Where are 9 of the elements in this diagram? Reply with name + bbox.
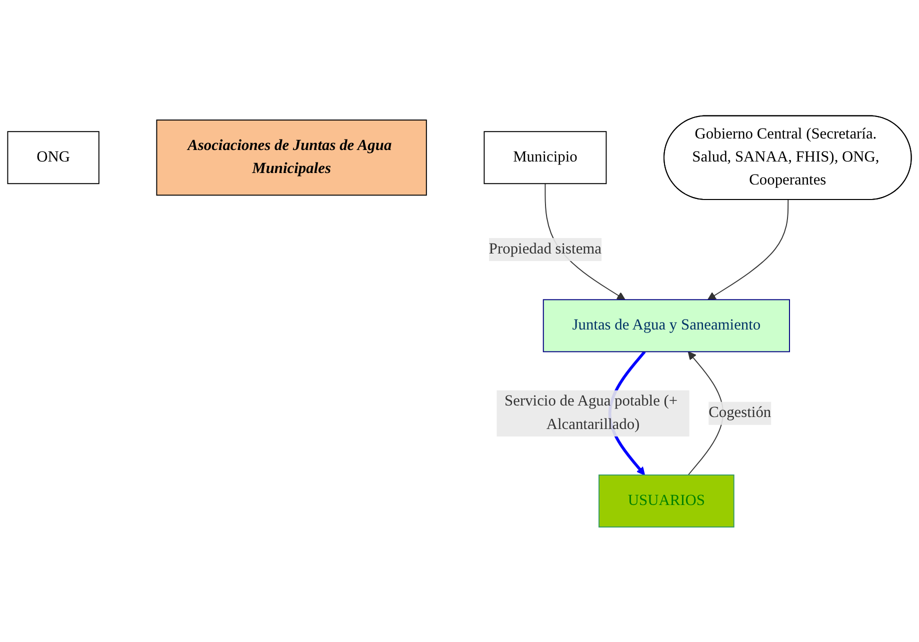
- edge-label: Propiedad sistema: [488, 240, 602, 257]
- node-box: ONG: [7, 130, 100, 184]
- node-box: Asociaciones de Juntas de Agua Municipales: [156, 119, 427, 196]
- node-box: USUARIOS: [598, 474, 734, 528]
- edge-label: Cogestión: [708, 404, 772, 421]
- node-box: Juntas de Agua y Saneamiento: [542, 298, 790, 352]
- arrow: [707, 199, 789, 300]
- edge-label: Servicio de Agua potable (+ Alcantarillado): [504, 392, 678, 432]
- node-box: Municipio: [484, 130, 607, 184]
